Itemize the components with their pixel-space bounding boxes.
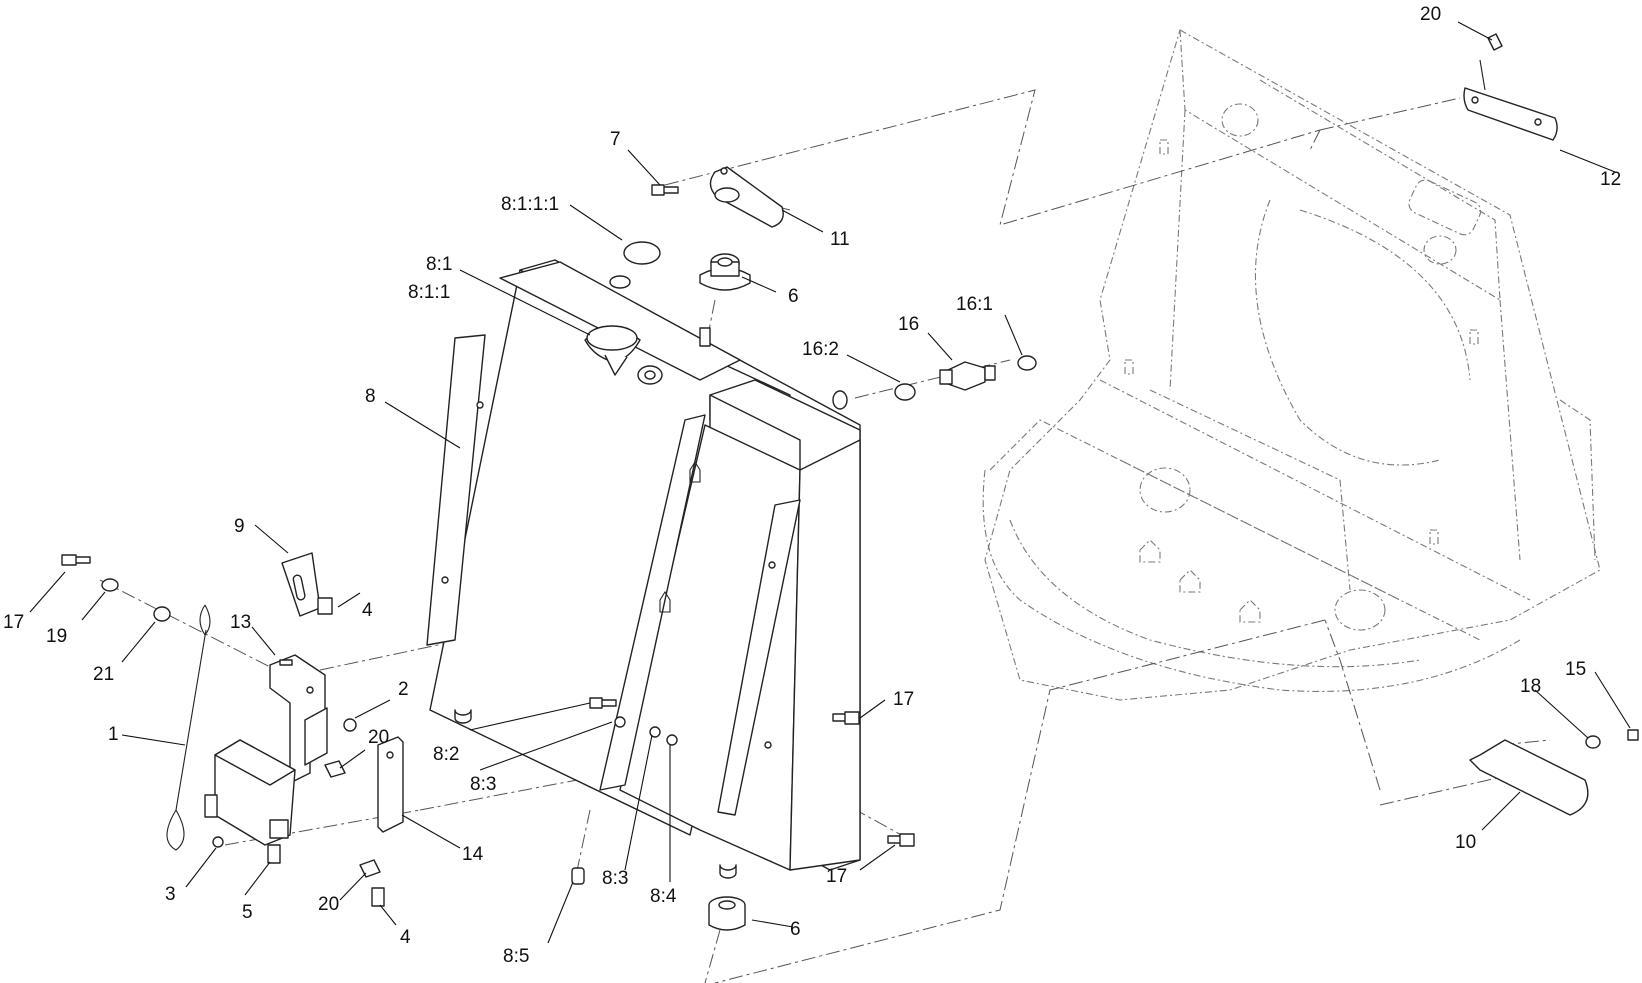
callout-17: 17 — [893, 689, 914, 710]
callout-16-1: 16:1 — [956, 294, 993, 315]
washer-8-3-a — [614, 716, 626, 728]
callout-7: 7 — [610, 129, 621, 150]
bolt-17-left — [61, 554, 171, 622]
callout-17: 17 — [826, 866, 847, 887]
callout-4: 4 — [400, 927, 411, 948]
bolt-8-2 — [589, 697, 617, 709]
callout-2: 2 — [398, 679, 409, 700]
callout-3: 3 — [165, 884, 176, 905]
guard-10 — [1469, 739, 1589, 816]
callout-20: 20 — [318, 894, 339, 915]
washer-18 — [1585, 735, 1601, 749]
callout-13: 13 — [230, 612, 251, 633]
callout-6: 6 — [788, 286, 799, 307]
callout-8-4: 8:4 — [650, 886, 677, 907]
radiator — [426, 259, 861, 879]
bolt-17-low — [887, 833, 915, 847]
nut-4-low — [371, 887, 385, 907]
clip-20-mid — [324, 760, 346, 778]
callout-9: 9 — [234, 516, 245, 537]
nut-2 — [343, 718, 357, 732]
control-box-5 — [204, 739, 296, 864]
seal-disc — [623, 241, 661, 265]
bolt-17-mid — [832, 711, 860, 725]
callout-19: 19 — [46, 626, 67, 647]
callout-labels: 20 12 7 11 8:1:1:1 8:1 8:1:1 6 16:2 16 1… — [3, 4, 1621, 967]
callout-5: 5 — [242, 902, 253, 923]
callout-10: 10 — [1455, 832, 1476, 853]
nut-8-4 — [666, 734, 678, 746]
callout-8-2: 8:2 — [433, 744, 459, 765]
callout-6: 6 — [790, 919, 801, 940]
bolt-7 — [651, 184, 679, 196]
callout-8-1: 8:1 — [426, 254, 452, 275]
callout-8-1-1-1: 8:1:1:1 — [501, 194, 559, 215]
callout-12: 12 — [1600, 169, 1621, 190]
callout-8: 8 — [365, 386, 376, 407]
callout-16-2: 16:2 — [802, 339, 839, 360]
fitting-16 — [894, 355, 1037, 401]
callout-20: 20 — [368, 727, 389, 748]
bracket-14 — [377, 736, 404, 833]
callout-16: 16 — [898, 314, 919, 335]
lanyard-1 — [166, 604, 211, 851]
nut-4-upper — [317, 597, 333, 615]
clip-20-low — [359, 859, 381, 878]
callout-8-3: 8:3 — [602, 868, 628, 889]
pin-8-5 — [571, 867, 585, 885]
callout-8-3: 8:3 — [470, 774, 496, 795]
callout-21: 21 — [93, 664, 114, 685]
callout-8-5: 8:5 — [503, 946, 529, 967]
callout-11: 11 — [830, 229, 850, 250]
callout-20: 20 — [1420, 4, 1441, 25]
callout-4: 4 — [362, 600, 373, 621]
bolt-15 — [1627, 729, 1639, 741]
callout-18: 18 — [1520, 676, 1541, 697]
callout-17: 17 — [3, 612, 24, 633]
chassis-frame — [982, 29, 1601, 701]
plate-12 — [1463, 87, 1558, 141]
grommet-6-low — [708, 896, 746, 931]
leader-lines — [29, 21, 1631, 944]
callout-14: 14 — [462, 844, 484, 865]
callout-15: 15 — [1565, 659, 1586, 680]
clip-20-top — [1487, 33, 1503, 51]
screw-3 — [212, 836, 224, 848]
washer-8-3-b — [649, 726, 661, 738]
callout-1: 1 — [108, 724, 119, 745]
callout-8-1-1: 8:1:1 — [408, 282, 450, 303]
